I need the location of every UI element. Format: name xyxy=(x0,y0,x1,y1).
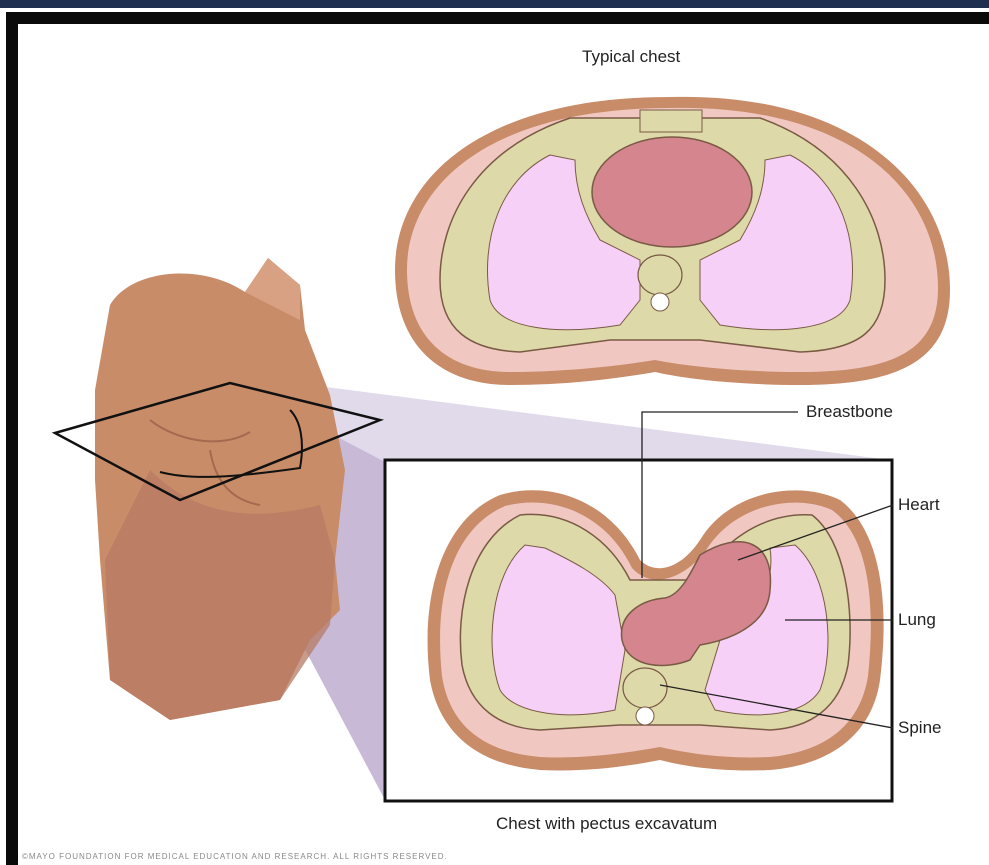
spine-label: Spine xyxy=(898,718,941,738)
typical-chest-section xyxy=(395,97,950,385)
lung-label: Lung xyxy=(898,610,936,630)
pectus-chest-title: Chest with pectus excavatum xyxy=(496,814,717,834)
projection-upper-band xyxy=(300,385,890,462)
heart-label: Heart xyxy=(898,495,940,515)
copyright-notice: ©MAYO FOUNDATION FOR MEDICAL EDUCATION A… xyxy=(22,852,448,861)
breastbone-label: Breastbone xyxy=(806,402,893,422)
typical-chest-title: Typical chest xyxy=(582,47,680,67)
